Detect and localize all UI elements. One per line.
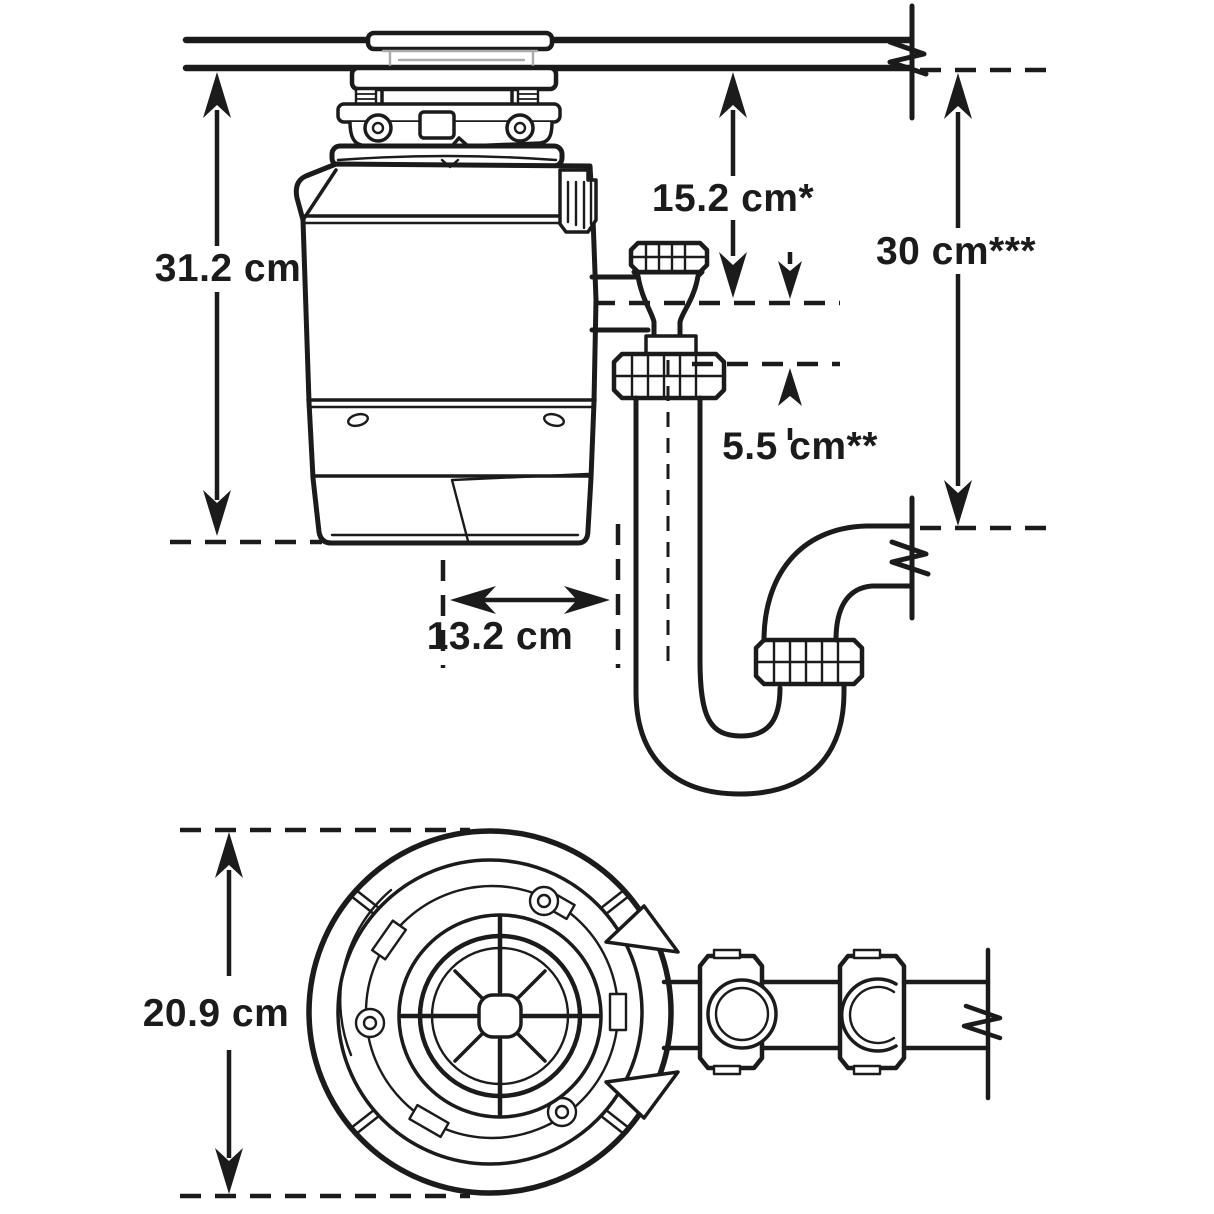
dim-5-5-arrow-down	[778, 261, 802, 299]
trap-inner-bend	[697, 657, 783, 739]
trap-elbow-outer	[761, 523, 915, 643]
body-outline	[293, 161, 599, 546]
dim-13-2-arrow-right	[564, 586, 610, 614]
dimension-center-to-trap: 13.2 cm	[427, 524, 621, 668]
flange-gray-detail	[381, 49, 539, 68]
dimension-outlet-drop: 5.5 cm**	[594, 252, 878, 468]
drain-break-zigzag	[889, 539, 931, 577]
guard-hub-hole	[477, 993, 523, 1039]
dim-label-center-to-trap: 13.2 cm	[427, 615, 574, 658]
guard-spokes-cross	[399, 915, 601, 1117]
body-facet	[301, 168, 338, 222]
trap-elbow-inner	[833, 583, 915, 643]
bracket-lug-right	[505, 113, 535, 143]
bracket-lug-left	[363, 113, 393, 143]
pipe-mid	[759, 979, 843, 1051]
dimension-counter-to-drain: 30 cm***	[876, 67, 1048, 531]
dim-20-9-arrow-up	[215, 832, 243, 878]
casing-ring-inner-arc	[339, 888, 393, 1057]
guard-spokes-diagonal	[453, 969, 547, 1063]
outlet-wedge-top	[604, 904, 680, 954]
dim-15-2-arrow-down	[719, 252, 747, 298]
dim-30-arrow-down	[944, 480, 972, 526]
dim-5-5-arrow-up	[778, 368, 802, 406]
dim-31-2-arrow-up	[203, 72, 231, 118]
disposal-top	[306, 828, 680, 1196]
pipe-nut-a-face-outer	[706, 978, 778, 1050]
disposal-body	[293, 143, 599, 546]
rim-detail	[336, 154, 558, 169]
dim-label-body-width: 20.9 cm	[143, 992, 290, 1035]
trap-outer-bend	[633, 683, 847, 797]
pipe-nut-a-face-inner	[714, 986, 770, 1042]
ring-segment-ticks	[349, 888, 631, 1136]
outlet-nut-top-ribs	[631, 243, 707, 272]
dimension-body-width: 20.9 cm	[143, 827, 470, 1199]
casing-ring	[336, 858, 644, 1166]
dishwasher-inlet	[558, 168, 598, 234]
dim-label-overall-height: 31.2 cm	[155, 247, 302, 290]
outlet-nut-bottom-ribs	[614, 354, 724, 398]
outlet-connector	[589, 274, 651, 333]
dimension-overall-height: 31.2 cm	[155, 72, 322, 545]
pipe-nut-a-bumps	[712, 948, 742, 1076]
motor-screw-right	[543, 412, 565, 428]
dim-31-2-arrow-down	[203, 490, 231, 536]
dim-20-9-arrow-down	[215, 1148, 243, 1194]
bracket-lug-right-hole	[513, 121, 527, 135]
dim-label-outlet-drop: 5.5 cm**	[722, 425, 878, 468]
pipe-break-zigzag	[961, 1003, 1003, 1041]
flange-top-plate	[365, 30, 555, 52]
outlet-pipe-top-view	[661, 947, 1003, 1101]
bracket-latch	[418, 110, 456, 140]
dim-15-2-arrow-up	[719, 72, 747, 118]
bottom-panel-lines	[330, 472, 590, 543]
sink-flange	[336, 30, 562, 148]
dim-13-2-arrow-left	[450, 586, 496, 614]
screw-lugs	[354, 885, 578, 1128]
dim-30-arrow-up	[944, 73, 972, 119]
motor-screw-left	[347, 412, 369, 428]
pipe-nut-b-arc-inner	[848, 985, 896, 1045]
p-trap	[633, 360, 931, 797]
dimension-counter-to-outlet: 15.2 cm*	[652, 72, 815, 298]
outlet-wedge-bottom	[604, 1070, 680, 1120]
countertop	[182, 3, 929, 121]
pipe-end	[901, 979, 989, 1051]
splash-guard	[397, 913, 603, 1119]
bracket-lug-left-hole	[371, 121, 385, 135]
dim-label-counter-to-outlet: 15.2 cm*	[652, 177, 815, 220]
side-view: 31.2 cm 15.2 cm* 30 cm*** 5.5 cm**	[155, 3, 1048, 797]
discharge-outlet	[589, 240, 727, 401]
counter-break-zigzag	[887, 39, 929, 77]
pipe-nut-b-bumps	[852, 948, 882, 1076]
trap-nut-ribs	[756, 640, 862, 684]
outlet-stub	[661, 979, 703, 1051]
pipe-nut-b-arc-outer	[840, 977, 898, 1053]
mounting-ring-upper	[349, 65, 559, 92]
top-view: 20.9 cm	[143, 827, 1003, 1199]
dim-label-counter-to-drain: 30 cm***	[876, 230, 1036, 273]
outlet-collar	[644, 334, 698, 356]
tailpipe	[633, 395, 703, 695]
